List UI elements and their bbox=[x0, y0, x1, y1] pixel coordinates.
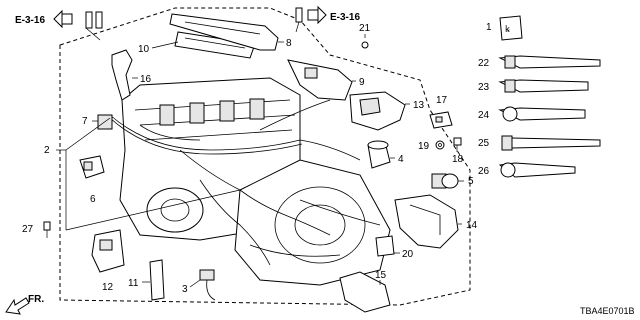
assembly-border bbox=[59, 7, 471, 306]
callout-27[interactable]: 27 bbox=[22, 224, 34, 235]
part-27-bolt[interactable] bbox=[43, 221, 51, 238]
svg-text:ꝃ: ꝃ bbox=[505, 24, 510, 34]
part-19-nut[interactable] bbox=[435, 140, 445, 150]
part-5-cap[interactable] bbox=[431, 173, 464, 189]
part-7-connector[interactable] bbox=[92, 114, 113, 130]
part-12-bracket[interactable] bbox=[91, 229, 125, 273]
ref-arrow-left[interactable]: E-3-16 bbox=[15, 9, 73, 29]
callout-7[interactable]: 7 bbox=[82, 116, 88, 127]
coil-2 bbox=[189, 102, 205, 124]
transmission bbox=[234, 159, 391, 286]
part-6-connector[interactable] bbox=[79, 155, 105, 179]
callout-13[interactable]: 13 bbox=[413, 100, 425, 111]
part-22-tie[interactable] bbox=[498, 55, 601, 69]
part-14-housing[interactable] bbox=[394, 194, 462, 249]
top-plug-right bbox=[295, 7, 303, 33]
part-11-bracket[interactable] bbox=[142, 259, 165, 301]
engine-pulley bbox=[146, 187, 204, 233]
part-24-tie[interactable] bbox=[498, 106, 586, 122]
front-label: FR. bbox=[28, 294, 44, 305]
callout-16[interactable]: 16 bbox=[140, 74, 152, 85]
callout-5[interactable]: 5 bbox=[468, 176, 474, 187]
part-16-bracket[interactable] bbox=[111, 49, 138, 101]
part-15-bracket[interactable] bbox=[339, 271, 391, 313]
front-arrow-icon bbox=[5, 297, 30, 315]
diagram-code: TBA4E0701B bbox=[580, 306, 635, 316]
coil-4 bbox=[249, 98, 265, 120]
callout-22[interactable]: 22 bbox=[478, 58, 490, 69]
callout-10[interactable]: 10 bbox=[138, 44, 150, 55]
engine-block bbox=[119, 77, 391, 286]
part-26-tie[interactable] bbox=[498, 162, 576, 178]
part-20-connector[interactable] bbox=[375, 235, 400, 257]
callout-9[interactable]: 9 bbox=[359, 77, 365, 88]
callout-3[interactable]: 3 bbox=[182, 284, 188, 295]
wire-harness bbox=[109, 99, 381, 266]
part-2-leader bbox=[56, 117, 241, 231]
callout-12[interactable]: 12 bbox=[102, 282, 114, 293]
callout-18[interactable]: 18 bbox=[452, 154, 464, 165]
callout-23[interactable]: 23 bbox=[478, 82, 490, 93]
callout-25[interactable]: 25 bbox=[478, 138, 490, 149]
part-3-harness[interactable] bbox=[189, 269, 216, 301]
callout-24[interactable]: 24 bbox=[478, 110, 490, 121]
callout-15[interactable]: 15 bbox=[375, 270, 387, 281]
front-arrow: FR. bbox=[5, 294, 44, 315]
part-23-tie[interactable] bbox=[498, 79, 589, 93]
callout-17[interactable]: 17 bbox=[436, 95, 448, 106]
callout-20[interactable]: 20 bbox=[402, 249, 414, 260]
part-21-bolt[interactable] bbox=[361, 34, 369, 49]
top-plug-left bbox=[85, 11, 103, 41]
ref-arrow-right[interactable]: E-3-16 bbox=[307, 5, 360, 25]
ref-label-left[interactable]: E-3-16 bbox=[15, 15, 45, 26]
part-18-bolt[interactable] bbox=[453, 137, 462, 152]
part-9-bracket[interactable] bbox=[287, 59, 356, 101]
callout-6[interactable]: 6 bbox=[90, 194, 96, 205]
part-25-tie[interactable] bbox=[501, 135, 601, 151]
part-13-housing[interactable] bbox=[349, 91, 410, 131]
ref-label-right[interactable]: E-3-16 bbox=[330, 12, 360, 23]
callout-1[interactable]: 1 bbox=[486, 22, 492, 33]
callout-8[interactable]: 8 bbox=[286, 38, 292, 49]
part-17-clip[interactable] bbox=[429, 111, 453, 129]
callout-26[interactable]: 26 bbox=[478, 166, 490, 177]
callout-19[interactable]: 19 bbox=[418, 141, 430, 152]
callout-11[interactable]: 11 bbox=[128, 278, 139, 289]
coil-3 bbox=[219, 100, 235, 122]
callout-2[interactable]: 2 bbox=[44, 145, 50, 156]
callout-4[interactable]: 4 bbox=[398, 154, 404, 165]
callout-21[interactable]: 21 bbox=[359, 23, 371, 34]
part-4-sensor[interactable] bbox=[367, 140, 395, 169]
part-1-clip[interactable]: ꝃ bbox=[499, 15, 523, 41]
callout-labels: 1 2 3 4 5 6 7 8 9 10 11 12 13 14 15 16 1… bbox=[22, 22, 492, 295]
coil-1 bbox=[159, 104, 175, 126]
callout-14[interactable]: 14 bbox=[466, 220, 478, 231]
part-8-cover[interactable] bbox=[169, 13, 284, 51]
